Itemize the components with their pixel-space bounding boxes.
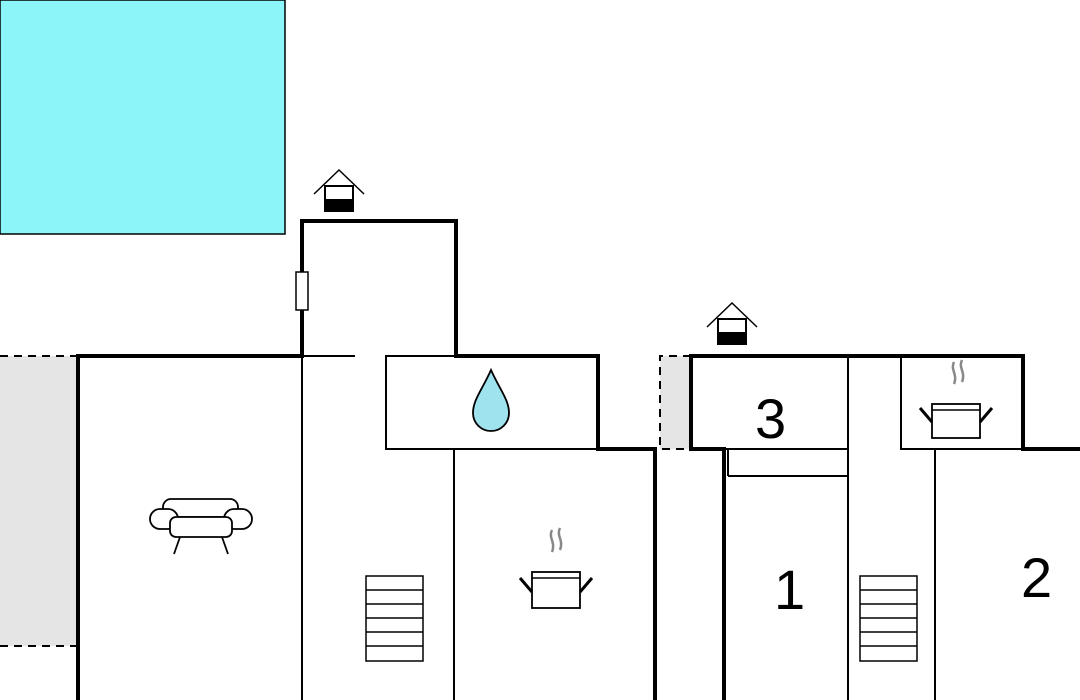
left-house-inner-walls: [301, 355, 598, 700]
right-house-outer-wall: [689, 354, 1080, 700]
terrace-middle: [659, 355, 691, 450]
room-number: 3: [755, 387, 786, 450]
stairs-icon: [365, 575, 424, 662]
right-house-inner-walls: [724, 356, 1023, 700]
room-number: 1: [774, 558, 805, 621]
entrance-icon: [706, 301, 758, 345]
kitchen-pot-icon: [918, 359, 994, 439]
stairs-icon: [859, 575, 918, 662]
bathroom-water-drop-icon: [472, 367, 510, 432]
swimming-pool: [0, 0, 286, 235]
sofa-icon: [149, 498, 253, 555]
room-number: 2: [1021, 546, 1052, 609]
kitchen-pot-icon: [518, 527, 594, 609]
terrace-left: [0, 355, 78, 647]
entrance-icon: [313, 168, 365, 212]
entry-door: [295, 271, 309, 311]
